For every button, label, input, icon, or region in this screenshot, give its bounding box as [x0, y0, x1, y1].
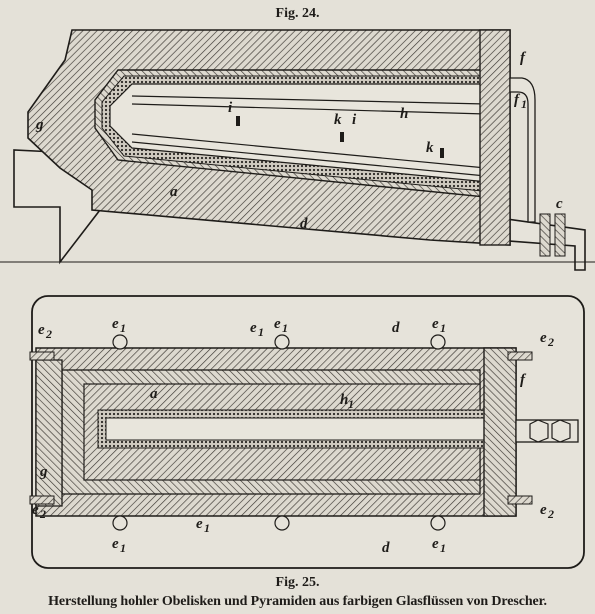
figure-24-caption: Fig. 24. [275, 6, 320, 21]
fig25-label-e-bottom-left-sub: 2 [39, 507, 46, 521]
figure-24-drawing: g f f 1 i i k k h a d c [0, 29, 595, 271]
fig25-label-e-bottom-2-sub: 1 [440, 541, 446, 555]
plate-title: Herstellung hohler Obelisken und Pyramid… [48, 594, 547, 609]
fig25-label-h1-sub: 1 [348, 397, 354, 411]
fig25-label-e-top-right: e [540, 330, 547, 346]
fig24-label-f1: f [514, 92, 521, 108]
fig24-label-g: g [35, 117, 44, 133]
fig25-label-h1: h [340, 392, 348, 408]
figure-25-caption: Fig. 25. [275, 575, 320, 590]
fig24-label-k-top: k [334, 112, 342, 128]
fig25-label-e-mid-sub: 1 [204, 521, 210, 535]
fig25-label-e-top-right-sub: 2 [547, 335, 554, 349]
fig25-label-e-top-2-sub: 1 [258, 325, 264, 339]
fig25-left-end [35, 359, 63, 507]
fig25-label-d-bottom: d [382, 540, 390, 556]
fig24-bracket [509, 77, 536, 223]
fig25-label-e-top-2: e [250, 320, 257, 336]
fig24-bolt-2 [554, 213, 566, 257]
fig24-label-a: a [170, 184, 178, 200]
fig24-label-i-left: i [228, 100, 233, 116]
fig25-label-e-bottom-right-sub: 2 [547, 507, 554, 521]
fig24-label-f: f [520, 50, 527, 66]
fig25-rod [515, 419, 579, 443]
fig25-label-e-top-4-sub: 1 [440, 321, 446, 335]
fig25-label-e-bottom-1-sub: 1 [120, 541, 126, 555]
fig24-bolt-1 [539, 213, 551, 257]
fig25-label-e-bottom-1: e [112, 536, 119, 552]
fig25-label-e-bottom-2: e [432, 536, 439, 552]
fig25-label-e-top-1-sub: 1 [120, 321, 126, 335]
fig25-label-d-top: d [392, 320, 400, 336]
fig25-label-e-top-3-sub: 1 [282, 321, 288, 335]
fig25-label-e-mid: e [196, 516, 203, 532]
fig24-label-k-bottom: k [426, 140, 434, 156]
figure-25-drawing: e 2 e 1 e 1 e 1 e 1 d e 2 f a h 1 g e 2 … [29, 295, 585, 569]
fig25-label-e-top-left: e [38, 322, 45, 338]
fig25-label-a: a [150, 386, 158, 402]
fig25-label-f: f [520, 372, 527, 388]
fig25-label-e-bottom-left: e [32, 502, 39, 518]
fig24-label-i-right: i [352, 112, 357, 128]
fig24-label-f1-sub: 1 [521, 97, 527, 111]
fig25-end-cap [483, 347, 517, 517]
fig25-label-e-top-left-sub: 2 [45, 327, 52, 341]
fig24-label-d: d [300, 216, 308, 232]
fig25-label-e-top-4: e [432, 316, 439, 332]
fig24-label-c: c [556, 196, 563, 212]
fig24-end-cap [479, 29, 511, 246]
fig25-label-e-bottom-right: e [540, 502, 547, 518]
fig25-label-g: g [39, 464, 48, 480]
fig25-label-e-top-3: e [274, 316, 281, 332]
fig25-label-e-top-1: e [112, 316, 119, 332]
fig25-core [105, 417, 485, 441]
fig24-label-h: h [400, 106, 408, 122]
